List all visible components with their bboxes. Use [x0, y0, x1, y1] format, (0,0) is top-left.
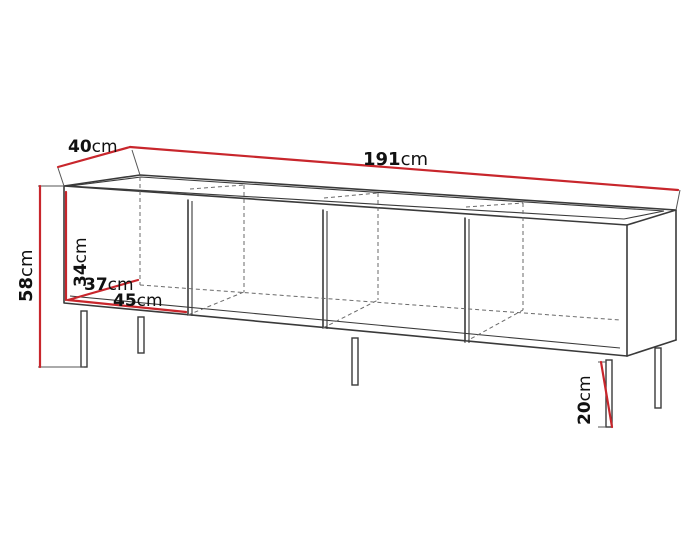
dimension-labels: 191cm 40cm 58cm 20cm 34cm 37cm 45cm	[16, 137, 595, 425]
compartment-depth-label: 37cm	[84, 275, 134, 295]
compartment-height-label: 34cm	[71, 237, 91, 287]
width-dimension-line	[128, 145, 680, 192]
compartment-width-label: 45cm	[113, 291, 163, 311]
height-label: 58cm	[16, 250, 37, 303]
hidden-edges	[139, 177, 621, 343]
cabinet-outline	[63, 174, 677, 357]
leg-height-label: 20cm	[575, 375, 595, 425]
depth-label: 40cm	[68, 137, 118, 157]
compartment-width-dimension-line	[66, 298, 188, 314]
width-label: 191cm	[363, 149, 428, 170]
depth-dimension-line	[56, 145, 132, 169]
leg-height-dimension-line	[599, 360, 614, 429]
compartment-depth-dimension-line	[66, 278, 140, 302]
cabinet-legs	[80, 310, 662, 428]
dimension-lines	[38, 145, 681, 429]
